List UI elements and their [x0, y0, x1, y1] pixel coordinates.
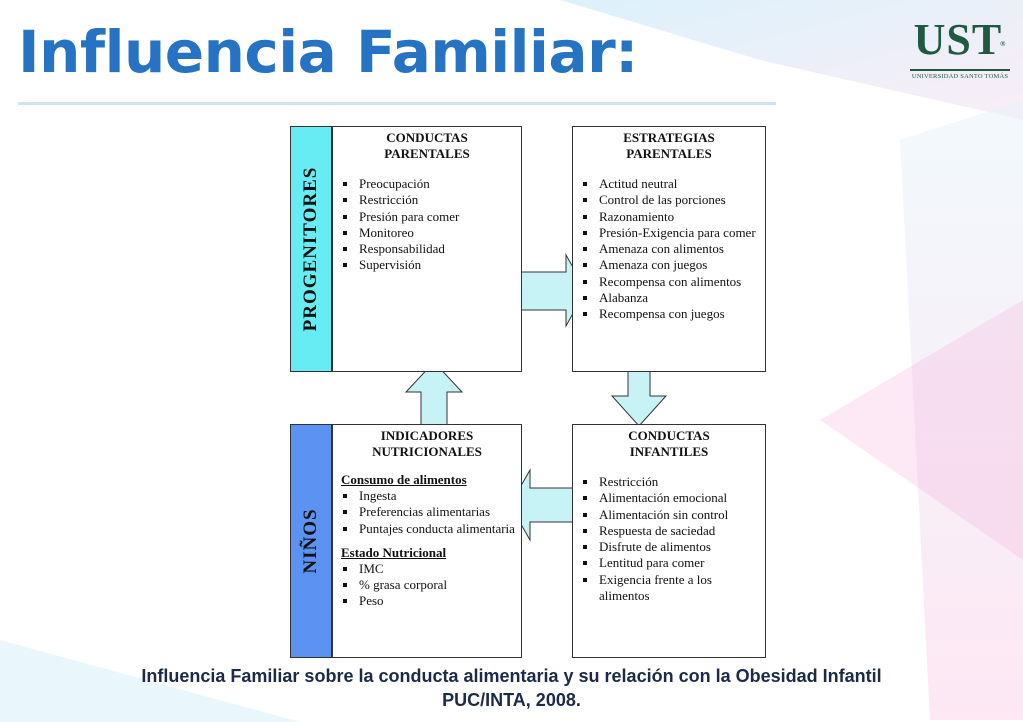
list-item: Puntajes conducta alimentaria — [339, 521, 515, 537]
list-item: Monitoreo — [339, 225, 515, 241]
caption-line-2: PUC/INTA, 2008. — [442, 690, 581, 710]
flow-arrows — [404, 253, 668, 542]
box-title: INDICADORES NUTRICIONALES — [372, 428, 482, 459]
list-item: Control de las porciones — [579, 192, 759, 208]
list-item: Exigencia frente a los alimentos — [579, 572, 759, 605]
list-item: Respuesta de saciedad — [579, 523, 759, 539]
list-item: Peso — [339, 593, 515, 609]
slide-title: Influencia Familiar: — [18, 18, 638, 86]
list-item: Amenaza con juegos — [579, 257, 759, 273]
list-item: Presión-Exigencia para comer — [579, 225, 759, 241]
list-item: Presión para comer — [339, 209, 515, 225]
estrategias-parentales-list: Actitud neutral Control de las porciones… — [579, 176, 759, 323]
list-item: Responsabilidad — [339, 241, 515, 257]
band-progenitores: PROGENITORES — [290, 126, 332, 372]
consumo-heading: Consumo de alimentos — [341, 472, 467, 487]
list-item: Actitud neutral — [579, 176, 759, 192]
list-item: Supervisión — [339, 257, 515, 273]
list-item: Lentitud para comer — [579, 555, 759, 571]
consumo-list: Ingesta Preferencias alimentarias Puntaj… — [339, 488, 515, 537]
registered-mark: ® — [1000, 40, 1007, 48]
box-indicadores-nutricionales: INDICADORES NUTRICIONALES Consumo de ali… — [332, 424, 522, 658]
list-item: % grasa corporal — [339, 577, 515, 593]
logo-mark: UST — [913, 15, 1003, 64]
estado-heading: Estado Nutricional — [341, 544, 447, 560]
list-item: Alimentación emocional — [579, 490, 759, 506]
box-title: ESTRATEGIAS PARENTALES — [623, 130, 715, 161]
list-item: Recompensa con alimentos — [579, 274, 759, 290]
arrow-down — [610, 368, 668, 427]
conductas-infantiles-list: Restricción Alimentación emocional Alime… — [579, 474, 759, 604]
list-item: Razonamiento — [579, 209, 759, 225]
list-item: Restricción — [339, 192, 515, 208]
estado-list: IMC % grasa corporal Peso — [339, 561, 515, 610]
list-item: Recompensa con juegos — [579, 306, 759, 322]
box-title: CONDUCTAS PARENTALES — [384, 130, 470, 161]
box-conductas-infantiles: CONDUCTAS INFANTILES Restricción Aliment… — [572, 424, 766, 658]
logo-subtitle: UNIVERSIDAD SANTO TOMÁS — [911, 73, 1009, 80]
conductas-parentales-list: Preocupación Restricción Presión para co… — [339, 176, 515, 274]
list-item: Preferencias alimentarias — [339, 504, 515, 520]
list-item: Ingesta — [339, 488, 515, 504]
logo-divider — [910, 69, 1010, 71]
list-item: Alabanza — [579, 290, 759, 306]
family-influence-diagram: PROGENITORES NIÑOS CONDUCTAS PARENTALES … — [288, 124, 768, 660]
list-item: Alimentación sin control — [579, 507, 759, 523]
list-item: Restricción — [579, 474, 759, 490]
slide-caption: Influencia Familiar sobre la conducta al… — [0, 664, 1023, 712]
box-title: CONDUCTAS INFANTILES — [628, 428, 710, 459]
title-underline — [18, 102, 776, 105]
arrow-up — [404, 361, 464, 427]
list-item: Disfrute de alimentos — [579, 539, 759, 555]
list-item: Amenaza con alimentos — [579, 241, 759, 257]
list-item: Preocupación — [339, 176, 515, 192]
box-conductas-parentales: CONDUCTAS PARENTALES Preocupación Restri… — [332, 126, 522, 372]
box-estrategias-parentales: ESTRATEGIAS PARENTALES Actitud neutral C… — [572, 126, 766, 372]
ust-logo: UST® UNIVERSIDAD SANTO TOMÁS — [906, 18, 1014, 80]
caption-line-1: Influencia Familiar sobre la conducta al… — [141, 666, 882, 686]
band-ninos: NIÑOS — [290, 424, 332, 658]
list-item: IMC — [339, 561, 515, 577]
